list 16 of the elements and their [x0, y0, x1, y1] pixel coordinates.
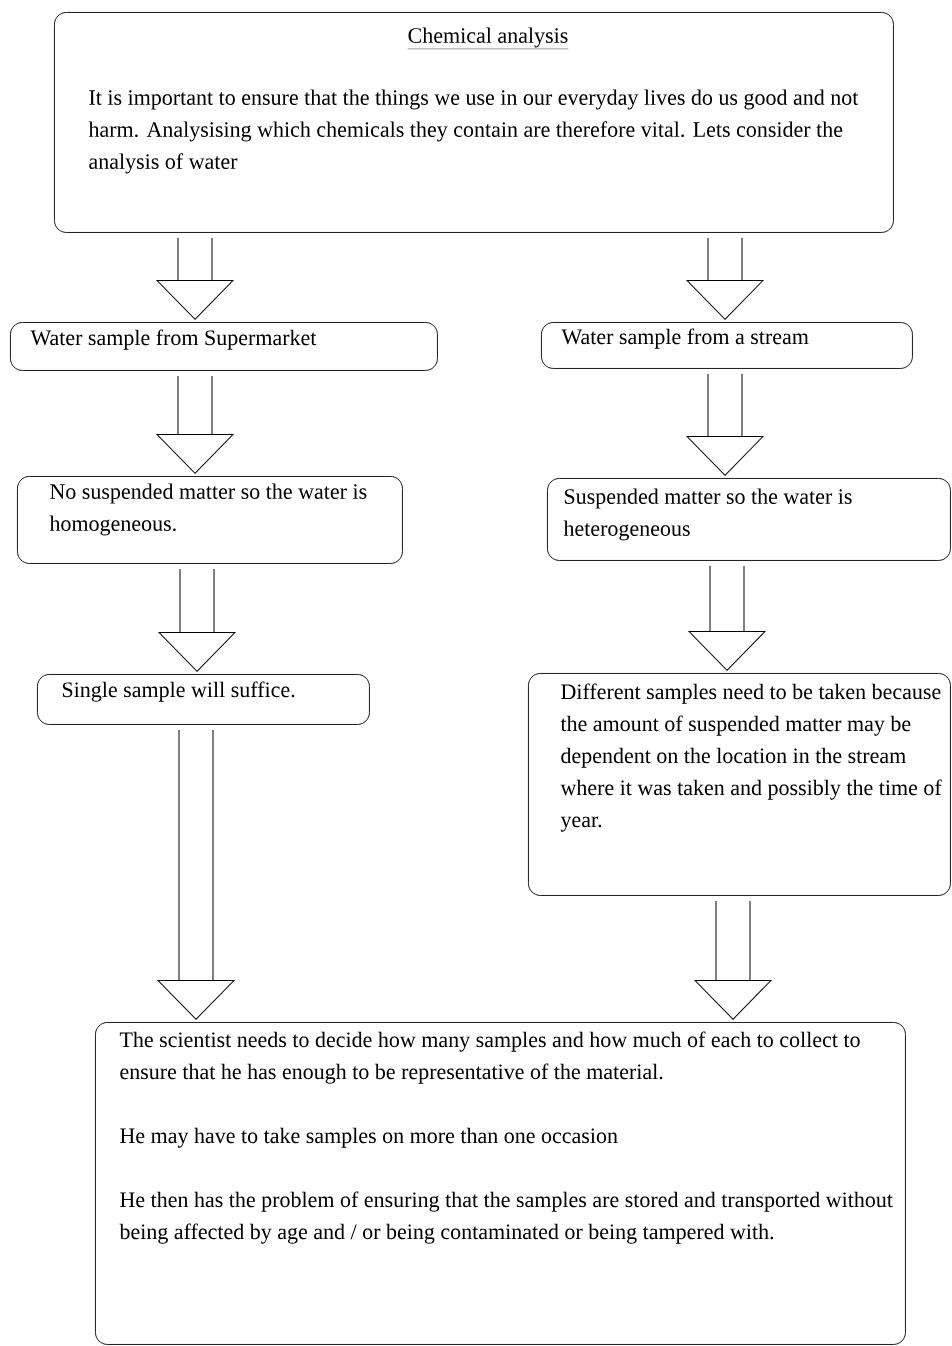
process-box: Single sample will suffice.	[37, 674, 370, 725]
block-arrow	[694, 900, 772, 1020]
block-arrow	[156, 375, 234, 474]
block-arrow	[686, 373, 764, 476]
process-box: The scientist needs to decide how many samples and how much of each to collect to ensure that he has enough to be representative of the material. He may have to take samples on more than one occasion He then has the problem of ensuring that the samples are stored and transported without being affected by age and / or being contaminated or being tampered with.	[95, 1022, 906, 1345]
block-arrow	[688, 565, 766, 671]
block-arrow	[686, 237, 764, 320]
process-box: No suspended matter so the water is homogeneous.	[17, 476, 403, 564]
process-box: Suspended matter so the water is heterogeneous	[547, 478, 951, 561]
block-arrow	[158, 568, 236, 672]
process-box: Different samples need to be taken because the amount of suspended matter may be dependent on the location in the stream where it was taken and possibly the time of year.	[528, 673, 951, 896]
process-box: Water sample from a stream	[541, 322, 913, 369]
process-box: Chemical analysis It is important to ensure that the things we use in our everyday lives do us good and not harm. Analysising which chemicals they contain are therefore vital. Lets consider the analysis of water	[54, 12, 894, 233]
block-arrow	[157, 729, 235, 1020]
process-box: Water sample from Supermarket	[10, 322, 438, 371]
block-arrow	[156, 237, 234, 320]
